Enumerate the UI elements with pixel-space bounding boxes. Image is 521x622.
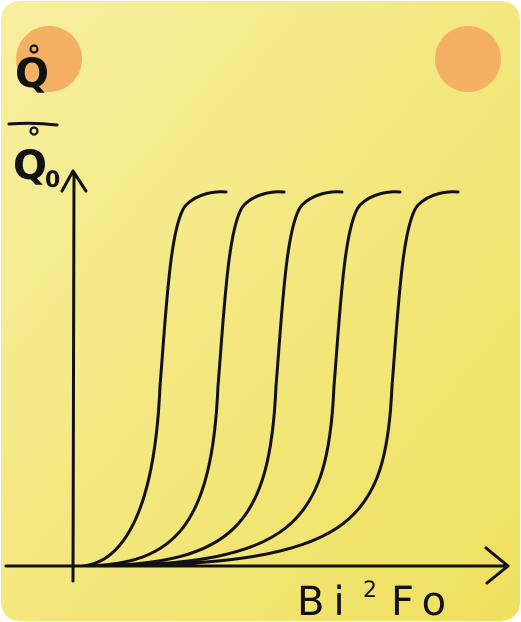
ylabel-denominator: Q bbox=[13, 143, 47, 189]
sigmoid-curve bbox=[85, 190, 286, 568]
fraction-bar bbox=[7, 121, 59, 127]
y-axis-label: Q Q 0 bbox=[7, 44, 60, 193]
ylabel-denominator-subscript: 0 bbox=[45, 168, 60, 193]
xlabel-base: Bi bbox=[297, 579, 354, 621]
ylabel-numerator: Q bbox=[15, 51, 49, 97]
sigmoid-curve bbox=[97, 190, 402, 568]
pushpin-dot-right-icon bbox=[435, 26, 501, 92]
pushpin-dot-left-icon bbox=[16, 26, 82, 92]
ylabel-dot-bottom bbox=[29, 126, 39, 136]
x-axis-label: Bi 2 Fo bbox=[297, 578, 455, 621]
sigmoid-curve bbox=[79, 190, 228, 568]
y-axis-line bbox=[71, 171, 76, 583]
x-axis-arrowhead bbox=[484, 546, 510, 585]
ylabel-dot-top bbox=[29, 44, 39, 54]
xlabel-tail: Fo bbox=[391, 579, 455, 621]
sigmoid-curve bbox=[103, 190, 460, 568]
y-axis-arrowhead bbox=[60, 169, 88, 193]
curves-group bbox=[79, 190, 460, 568]
axes bbox=[4, 169, 510, 585]
sigmoid-curve bbox=[91, 190, 344, 568]
xlabel-exponent: 2 bbox=[363, 578, 377, 603]
